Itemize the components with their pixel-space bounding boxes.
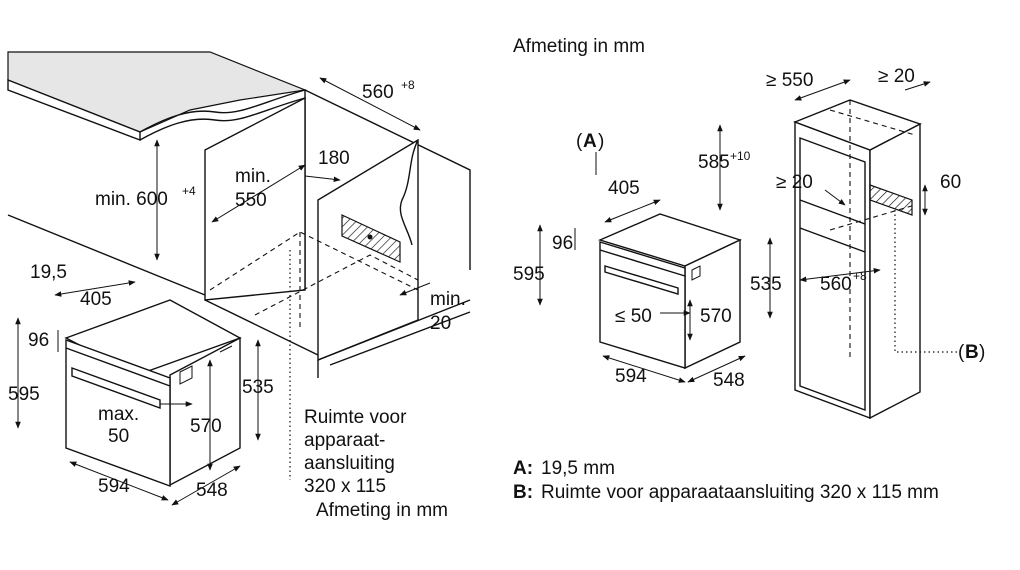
label-front-top: 96 [28,330,49,351]
label-min-height-sup: +4 [182,184,196,198]
label-r-depth: 548 [713,370,745,391]
label-r-niche-width-sup: +8 [853,269,867,283]
label-r-marker-b-close: ) [979,342,985,363]
label-r-width: 594 [615,366,647,387]
label-r-marker-b-open: ( [958,342,965,363]
label-handle-1: max. [98,404,139,425]
legend-text-b: Ruimte voor apparaataansluiting 320 x 11… [541,482,939,503]
label-handle-2: 50 [108,426,129,447]
worktop-top [7,51,308,133]
label-r-marker-b: B [965,342,979,363]
label-height-total: 595 [8,384,40,405]
right-installation-drawing: Afmeting in mm [513,36,985,420]
label-counter-depth-sup: +8 [401,78,415,92]
legend-row-b: B: Ruimte voor apparaataansluiting 320 x… [513,481,961,505]
label-r-gap-vertical: ≥ 20 [776,172,813,193]
legend-key-b: B: [513,482,534,503]
label-r-height-total: 595 [513,264,545,285]
label-r-handle: ≤ 50 [615,306,652,327]
label-r-vent: 60 [940,172,961,193]
label-space-1: Ruimte voor [304,407,407,428]
legend: A: 19,5 mm B: Ruimte voor apparaataanslu… [513,457,961,505]
label-counter-depth: 560 [362,82,394,103]
label-r-inner-height: 570 [700,306,732,327]
label-r-body-height: 535 [750,274,782,295]
label-front-thickness: 19,5 [30,262,67,283]
label-r-niche-width: 560 [820,274,852,295]
label-r-front-top: 96 [552,233,573,254]
label-r-marker-a-open: ( [576,131,583,152]
label-r-niche-height: 585 [698,152,730,173]
label-min-depth-1: min. [235,166,271,187]
label-unit-left: Afmeting in mm [316,500,448,521]
label-space-4: 320 x 115 [304,476,386,497]
legend-row-a: A: 19,5 mm [513,457,961,481]
label-space-3: aansluiting [304,453,395,474]
label-r-niche-height-sup: +10 [730,149,751,163]
legend-key-a: A: [513,458,534,479]
worktop-break [139,89,306,141]
label-r-depth-body: 405 [608,178,640,199]
label-r-min-depth: ≥ 550 [766,70,813,91]
label-inner-height: 570 [190,416,222,437]
label-conn-offset: 180 [318,148,350,169]
label-depth-body: 405 [80,289,112,310]
label-width: 594 [98,476,130,497]
vent-area [869,184,913,216]
label-min-depth-2: 550 [235,190,267,211]
label-min-height: min. 600 [95,189,168,210]
label-min-gap-2: 20 [430,313,451,334]
label-min-gap-1: min. [430,289,466,310]
label-r-marker-a: A [583,131,597,152]
legend-text-a: 19,5 mm [541,458,615,479]
tall-cabinet-top [793,99,922,151]
label-unit-right: Afmeting in mm [513,36,645,57]
label-r-marker-a-close: ) [598,131,604,152]
label-body-height: 535 [242,377,274,398]
label-depth: 548 [196,480,228,501]
tall-cabinet-side [869,122,921,420]
label-space-2: apparaat- [304,430,385,451]
left-installation-drawing: 560 +8 min. 600 +4 min. 550 180 min. 20 … [7,51,471,521]
label-r-min-gap: ≥ 20 [878,66,915,87]
